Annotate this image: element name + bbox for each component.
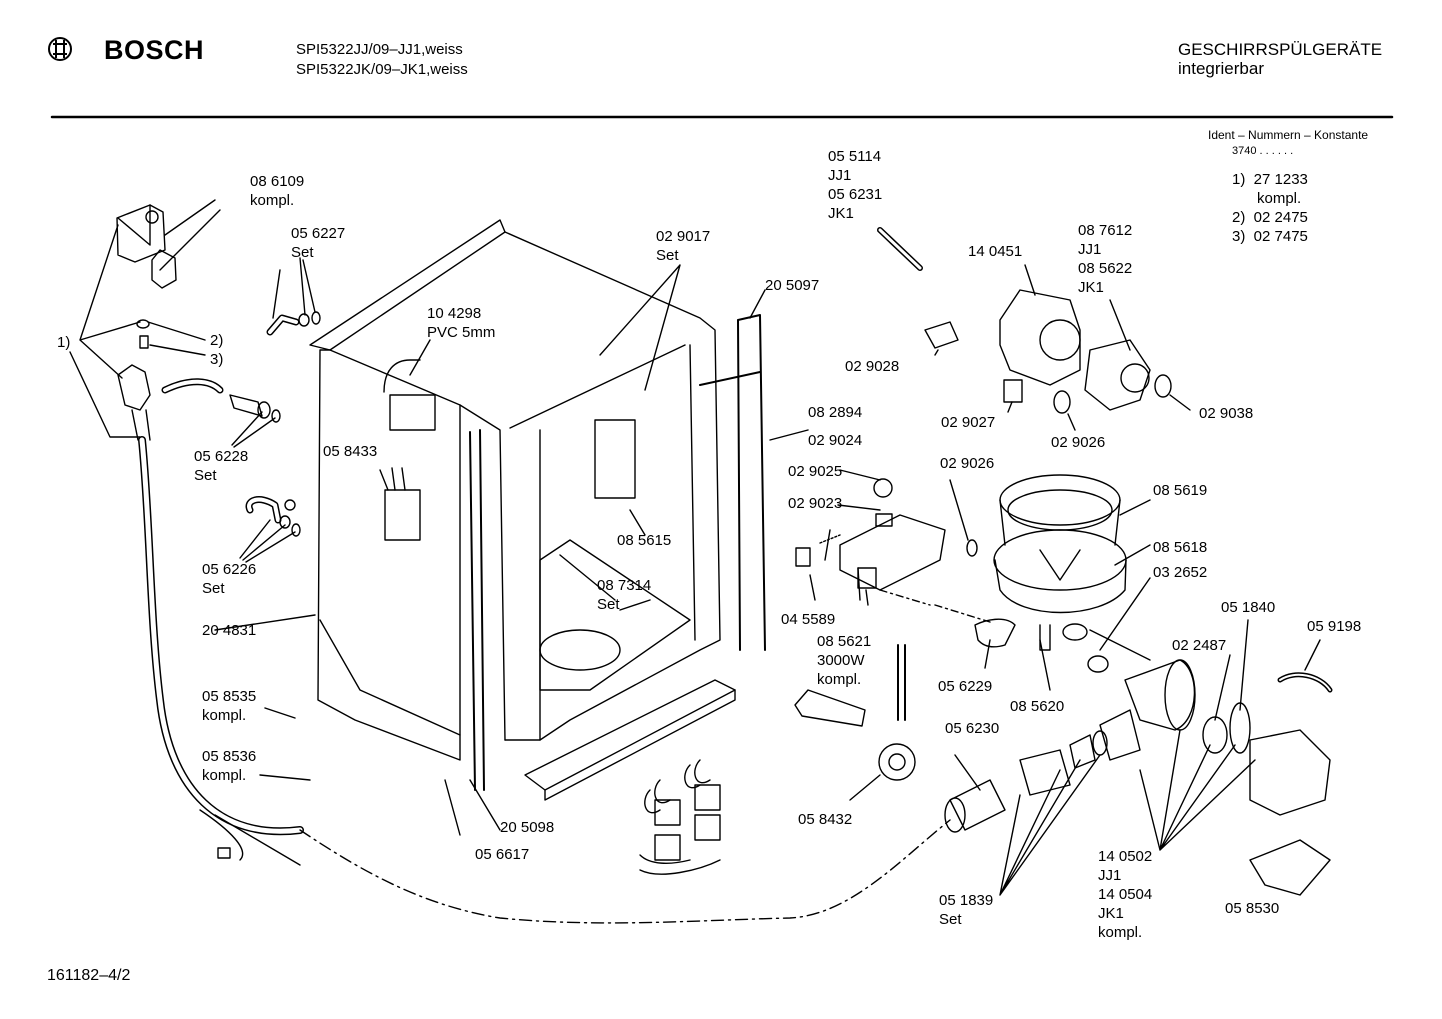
part-label-058433: 05 8433 — [323, 443, 378, 460]
part-label-059198: 05 9198 — [1307, 618, 1362, 635]
part-label-082894: 08 2894 — [808, 404, 863, 421]
part-label-029028: 02 9028 — [845, 358, 900, 375]
part-label-058530: 05 8530 — [1225, 900, 1280, 917]
part-label-029027: 02 9027 — [941, 414, 996, 431]
ident-code: 3740 . . . . . . — [1232, 145, 1294, 157]
part-label-3: 3) — [210, 351, 224, 368]
part-label-029017: 02 9017 Set — [656, 228, 711, 264]
part-label-058536: 05 8536 kompl. — [202, 748, 257, 784]
part-label-051839: 05 1839 Set — [939, 892, 994, 928]
part-label-056229: 05 6229 — [938, 678, 993, 695]
part-label-205098: 20 5098 — [500, 819, 555, 836]
bosch-logo-mark — [48, 37, 72, 61]
model-numbers: SPI5322JJ/09–JJ1,weiss SPI5322JK/09–JK1,… — [296, 41, 468, 78]
part-label-086109: 08 6109 kompl. — [250, 173, 305, 209]
ident-items: 1) 27 1233 kompl. 2) 02 2475 3) 02 7475 — [1232, 171, 1308, 245]
part-label-055114: 05 5114 JJ1 05 6231 JK1 — [828, 148, 883, 222]
part-label-056230: 05 6230 — [945, 720, 1000, 737]
part-label-051840: 05 1840 — [1221, 599, 1276, 616]
part-label-029026-lower: 02 9026 — [940, 455, 995, 472]
part-label-056227: 05 6227 Set — [291, 225, 346, 261]
drain-pump — [944, 659, 1333, 896]
part-label-029023: 02 9023 — [788, 495, 843, 512]
part-label-104298: 10 4298 PVC 5mm — [427, 305, 496, 341]
part-label-1: 1) — [57, 334, 71, 351]
part-label-204831: 20 4831 — [202, 622, 257, 639]
part-label-058535: 05 8535 kompl. — [202, 688, 257, 724]
part-label-029026-upper: 02 9026 — [1051, 434, 1106, 451]
pump-unit — [999, 289, 1172, 414]
part-label-056226: 05 6226 Set — [202, 561, 257, 597]
part-label-087612: 08 7612 JJ1 08 5622 JK1 — [1078, 222, 1133, 296]
drawing-id: 161182–4/2 — [47, 967, 131, 984]
part-label-045589: 04 5589 — [781, 611, 836, 628]
brand-name: BOSCH — [104, 35, 205, 65]
part-label-058432: 05 8432 — [798, 811, 853, 828]
part-label-2: 2) — [210, 332, 224, 349]
filter-housing — [993, 474, 1127, 673]
part-label-022487: 02 2487 — [1172, 637, 1227, 654]
part-label-085620: 08 5620 — [1010, 698, 1065, 715]
part-label-140451: 14 0451 — [968, 243, 1023, 260]
water-inlet-part — [116, 204, 177, 441]
part-label-032652: 03 2652 — [1153, 564, 1208, 581]
part-label-205097: 20 5097 — [765, 277, 820, 294]
part-label-029024: 02 9024 — [808, 432, 863, 449]
part-label-056617: 05 6617 — [475, 846, 530, 863]
heater-sump — [795, 478, 1051, 651]
wire-harness — [639, 759, 721, 875]
part-label-029038: 02 9038 — [1199, 405, 1254, 422]
part-label-085615: 08 5615 — [617, 532, 672, 549]
part-label-085618: 08 5618 — [1153, 539, 1208, 556]
part-label-140502: 14 0502 JJ1 14 0504 JK1 kompl. — [1098, 848, 1153, 941]
part-label-056228: 05 6228 Set — [194, 448, 249, 484]
part-label-087314: 08 7314 Set — [597, 577, 652, 613]
part-label-029025: 02 9025 — [788, 463, 843, 480]
part-label-085619: 08 5619 — [1153, 482, 1208, 499]
product-category: GESCHIRRSPÜLGERÄTE integrierbar — [1178, 40, 1383, 78]
tub-body — [309, 219, 721, 761]
ident-title: Ident – Nummern – Konstante — [1208, 128, 1369, 142]
part-label-085621: 08 5621 3000W kompl. — [817, 633, 872, 688]
